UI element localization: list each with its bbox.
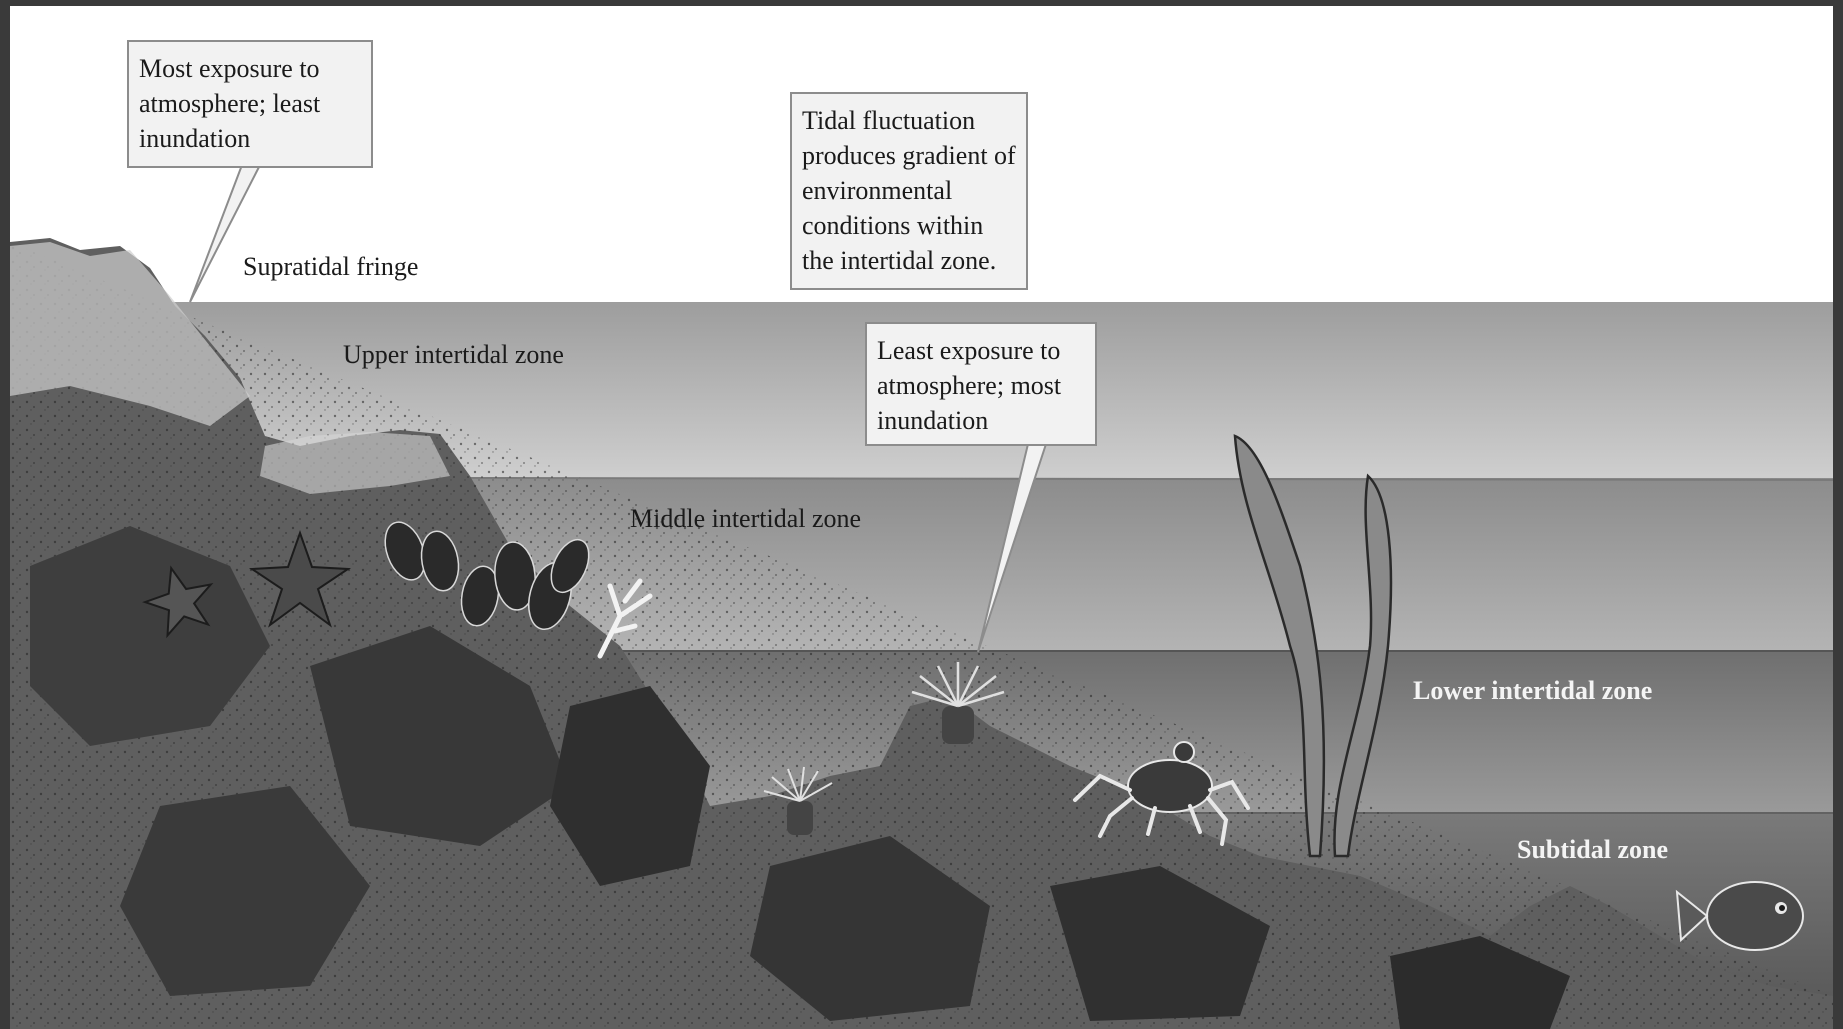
callout-most-exposure: Most exposure to atmosphere; least inund…: [127, 40, 373, 168]
figure-frame: Most exposure to atmosphere; least inund…: [10, 6, 1833, 1029]
upper-intertidal-zone-label: Upper intertidal zone: [343, 340, 564, 370]
callout-tidal-fluctuation: Tidal fluctuation produces gradient of e…: [790, 92, 1028, 290]
lower-intertidal-zone-label: Lower intertidal zone: [1413, 676, 1652, 706]
subtidal-zone-label: Subtidal zone: [1517, 835, 1668, 865]
supratidal-fringe-label: Supratidal fringe: [243, 252, 418, 282]
callout-least-exposure: Least exposure to atmosphere; most inund…: [865, 322, 1097, 446]
middle-intertidal-zone-label: Middle intertidal zone: [630, 504, 861, 534]
